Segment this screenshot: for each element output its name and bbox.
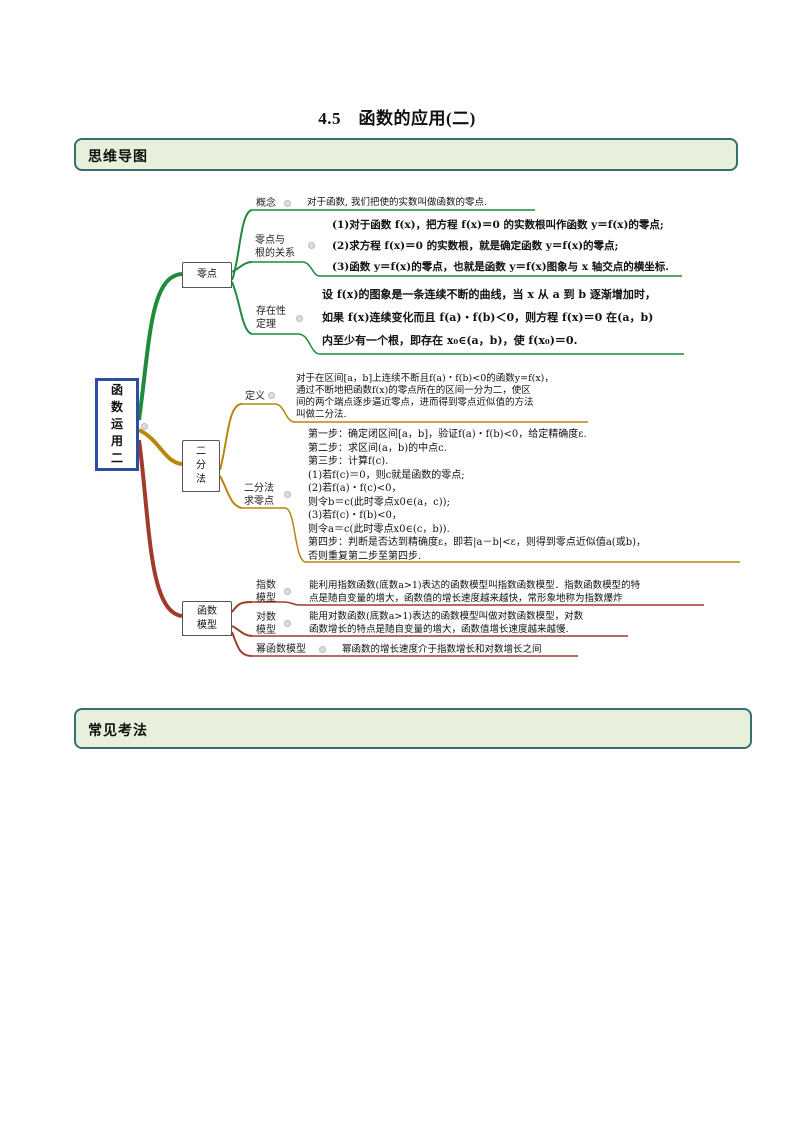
node-bisection-char: 分 bbox=[196, 460, 206, 471]
root-collapse-dot[interactable] bbox=[141, 423, 148, 430]
exp-model-line: 点是随自变量的增大，函数值的增长速度越来越快，常形象地称为指数爆炸 bbox=[309, 593, 623, 604]
steps-line: 第二步：求区间(a，b)的中点c. bbox=[308, 442, 447, 454]
definition-dot[interactable] bbox=[268, 392, 275, 399]
section-mindmap: 思维导图 bbox=[74, 138, 738, 171]
label-concept: 概念 bbox=[256, 198, 276, 209]
root-char: 数 bbox=[110, 400, 123, 414]
definition-line: 通过不断地把函数f(x)的零点所在的区间一分为二，使区 bbox=[296, 385, 531, 396]
section-common-label: 常见考法 bbox=[88, 723, 148, 739]
relation-line: (1)对于函数 f(x)，把方程 f(x)＝0 的实数根叫作函数 y＝f(x)的… bbox=[332, 219, 664, 231]
existence-line: 内至少有一个根，即存在 x₀∈(a，b)，使 f(x₀)＝0. bbox=[322, 334, 578, 347]
steps-line: 第四步：判断是否达到精确度ε，即若|a－b|<ε，则得到零点近似值a(或b)， bbox=[308, 537, 647, 548]
label-definition: 定义 bbox=[245, 391, 265, 402]
label-exp-model: 指数 模型 bbox=[256, 580, 276, 604]
root-char: 二 bbox=[110, 451, 123, 465]
node-bisection[interactable]: 二 分 法 bbox=[182, 440, 220, 492]
label-existence: 存在性 定理 bbox=[256, 306, 286, 330]
log-model-dot[interactable] bbox=[284, 620, 291, 627]
label-steps: 二分法 求零点 bbox=[244, 483, 274, 507]
node-zero-label: 零点 bbox=[197, 269, 217, 280]
root-char: 用 bbox=[110, 434, 123, 448]
exp-model-line: 能利用指数函数(底数a>1)表达的函数模型叫指数函数模型．指数函数模型的特 bbox=[309, 580, 641, 591]
label-relation: 零点与 根的关系 bbox=[255, 235, 295, 259]
log-model-line: 函数增长的特点是随自变量的增大，函数值增长速度越来越慢. bbox=[309, 624, 569, 635]
steps-line: (2)若f(a)・f(c)<0， bbox=[308, 483, 402, 494]
existence-dot[interactable] bbox=[296, 315, 303, 322]
definition-line: 对于在区间[a，b]上连续不断且f(a)・f(b)<0的函数y=f(x)， bbox=[296, 373, 554, 384]
existence-line: 设 f(x)的图象是一条连续不断的曲线，当 x 从 a 到 b 逐渐增加时， bbox=[322, 288, 656, 301]
node-bisection-char: 法 bbox=[196, 474, 206, 485]
definition-line: 间的两个端点逐步逼近零点，进而得到零点近似值的方法 bbox=[296, 397, 534, 408]
concept-dot[interactable] bbox=[284, 200, 291, 207]
root-node[interactable]: 函 数 运 用 二 bbox=[95, 378, 139, 471]
node-models-line: 函数 bbox=[197, 605, 217, 617]
section-mindmap-label: 思维导图 bbox=[88, 149, 148, 165]
steps-line: 则令a＝c(此时零点x0∈(c，b)). bbox=[308, 523, 450, 535]
node-models[interactable]: 函数 模型 bbox=[182, 601, 232, 636]
definition-line: 叫做二分法. bbox=[296, 409, 347, 420]
steps-line: (1)若f(c)＝0，则c就是函数的零点; bbox=[308, 469, 465, 481]
steps-line: 第一步：确定闭区间[a，b]，验证f(a)・f(b)<0，给定精确度ε. bbox=[308, 429, 587, 440]
existence-line: 如果 f(x)连续变化而且 f(a)・f(b)＜0，则方程 f(x)＝0 在(a… bbox=[322, 311, 654, 324]
root-char: 运 bbox=[110, 417, 123, 431]
page-title: 4.5 函数的应用(二) bbox=[318, 109, 476, 128]
section-common: 常见考法 bbox=[74, 708, 752, 749]
power-model-text: 幂函数的增长速度介于指数增长和对数增长之间 bbox=[342, 644, 542, 655]
label-log-model: 对数 模型 bbox=[256, 612, 276, 636]
steps-line: 则令b＝c(此时零点x0∈(a，c)); bbox=[308, 496, 450, 508]
node-bisection-char: 二 bbox=[196, 446, 206, 457]
label-power-model: 幂函数模型 bbox=[256, 644, 306, 655]
steps-line: 否则重复第二步至第四步. bbox=[308, 550, 422, 562]
relation-line: (2)求方程 f(x)＝0 的实数根，就是确定函数 y＝f(x)的零点; bbox=[332, 240, 619, 252]
steps-line: (3)若f(c)・f(b)<0， bbox=[308, 510, 402, 521]
concept-text: 对于函数, 我们把使的实数叫做函数的零点. bbox=[307, 197, 488, 208]
node-models-line: 模型 bbox=[197, 619, 217, 631]
node-zero[interactable]: 零点 bbox=[182, 262, 232, 288]
log-model-line: 能用对数函数(底数a>1)表达的函数模型叫做对数函数模型，对数 bbox=[309, 611, 584, 622]
steps-dot[interactable] bbox=[284, 491, 291, 498]
relation-line: (3)函数 y＝f(x)的零点，也就是函数 y＝f(x)图象与 x 轴交点的横坐… bbox=[332, 261, 669, 273]
exp-model-dot[interactable] bbox=[284, 588, 291, 595]
power-model-dot[interactable] bbox=[319, 646, 326, 653]
steps-line: 第三步：计算f(c). bbox=[308, 456, 389, 467]
root-char: 函 bbox=[110, 383, 123, 397]
relation-dot[interactable] bbox=[308, 242, 315, 249]
